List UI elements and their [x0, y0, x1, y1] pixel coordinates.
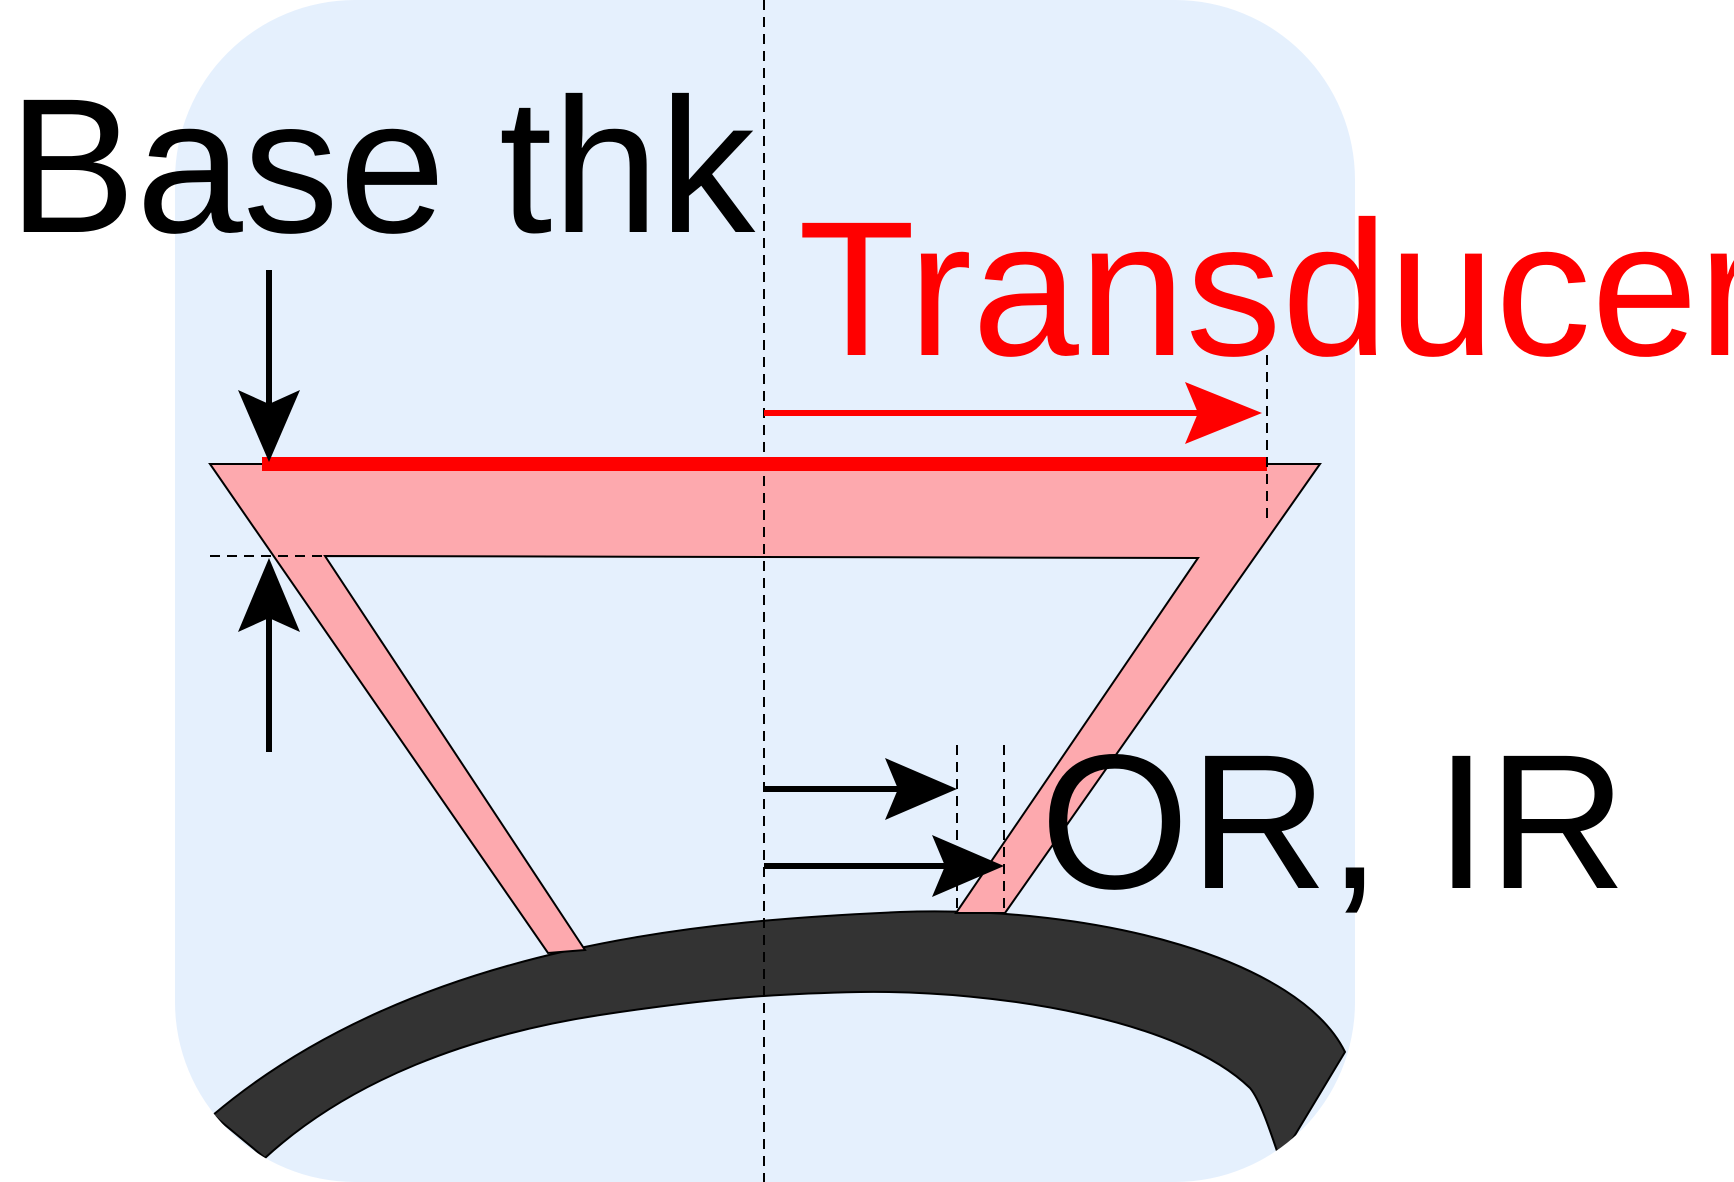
pipe-wall [211, 910, 1347, 1163]
or-arrowhead [932, 835, 1004, 897]
ir-arrowhead [885, 758, 957, 820]
base-thk-label: Base thk [8, 58, 756, 273]
wedge-frame [208, 463, 1322, 955]
transducer-label: Transducer [798, 181, 1734, 396]
base-thk-arrowhead-down [238, 390, 300, 462]
radii-label: OR, IR [1040, 714, 1627, 929]
base-thk-arrowhead-up [238, 558, 300, 632]
background-panel [175, 0, 1355, 1182]
transducer-arrowhead [1185, 382, 1262, 444]
